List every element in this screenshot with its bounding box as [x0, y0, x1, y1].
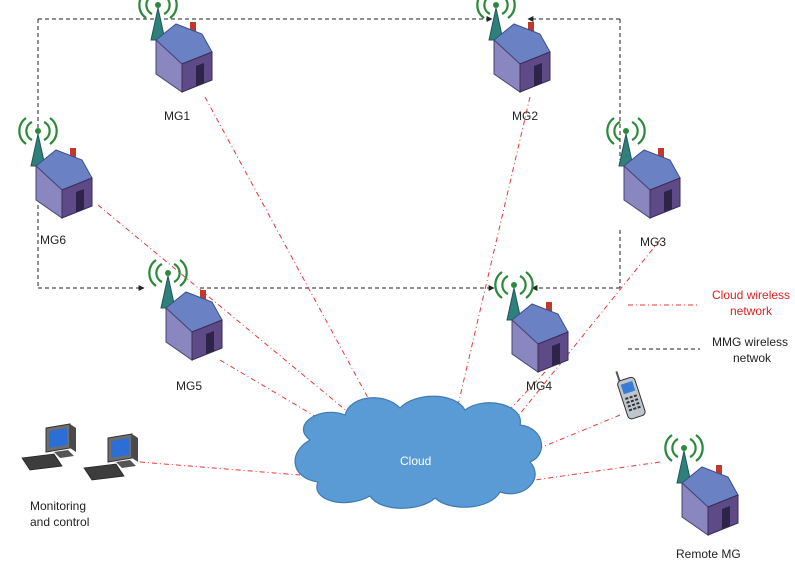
- monitoring-label-line2: and control: [30, 515, 89, 529]
- computer-2-icon: [83, 433, 139, 481]
- mg4-label: MG4: [526, 379, 552, 393]
- link-phone-cloud: [534, 414, 621, 451]
- link-remote-cloud: [534, 461, 661, 481]
- link-mg6-cloud: [97, 204, 361, 423]
- computer-1-icon: [21, 423, 77, 471]
- remote-mg-label: Remote MG: [676, 547, 741, 561]
- mmg-links: [37, 16, 700, 350]
- mg5-label: MG5: [176, 379, 202, 393]
- mg6-label: MG6: [40, 233, 66, 247]
- link-monitoring-cloud: [139, 461, 301, 476]
- cloud-links: [97, 96, 700, 481]
- mg5-house-icon: [148, 258, 224, 362]
- mobile-phone-icon: [615, 371, 646, 420]
- link-mg1-cloud: [204, 96, 381, 421]
- remote-mg-house-icon: [664, 433, 740, 537]
- mg1-label: MG1: [164, 109, 190, 123]
- legend-cloud-line1: Cloud wireless: [712, 288, 790, 302]
- mg2-house-icon: [476, 0, 552, 94]
- link-mg2-cloud: [454, 96, 531, 419]
- mg6-house-icon: [18, 116, 94, 220]
- cloud-label: Cloud: [400, 454, 431, 468]
- mg3-label: MG3: [640, 235, 666, 249]
- link-mg3-cloud: [514, 239, 661, 421]
- monitoring-label-line1: Monitoring: [30, 499, 86, 513]
- legend-cloud-line2: network: [730, 304, 773, 318]
- link-mg5-cloud: [219, 359, 331, 426]
- mg3-house-icon: [606, 116, 682, 220]
- cloud-icon: [294, 395, 543, 509]
- mg1-house-icon: [138, 0, 214, 94]
- legend-mmg-line2: netwok: [733, 351, 772, 365]
- link-mg4-cloud: [499, 371, 546, 421]
- legend-mmg-line1: MMG wireless: [712, 335, 788, 349]
- mg2-label: MG2: [512, 109, 538, 123]
- mg4-house-icon: [494, 270, 570, 374]
